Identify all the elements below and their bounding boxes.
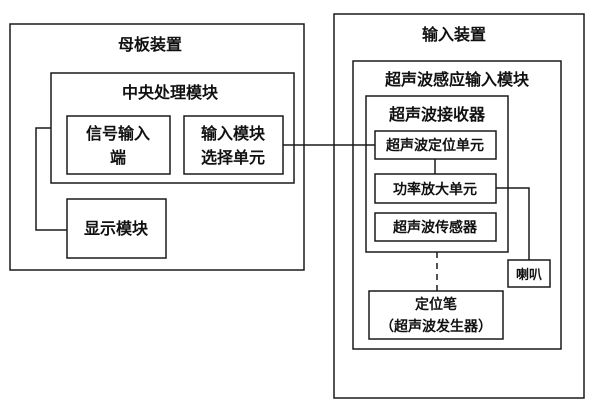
input-device-title: 输入装置 <box>422 25 486 44</box>
pen-box <box>368 290 504 340</box>
input-select-label-line2: 选择单元 <box>201 148 265 167</box>
signal-input-label-line1: 信号输入 <box>86 124 150 143</box>
pen-label-line2: （超声波发生器） <box>380 318 492 335</box>
pen-label-line1: 定位笔 <box>415 296 457 313</box>
sensor-box <box>374 212 497 242</box>
amplifier-speaker-connector <box>496 187 530 260</box>
speaker-label: 喇叭 <box>516 267 542 283</box>
display-module-box <box>66 198 167 259</box>
locate-unit-label: 超声波定位单元 <box>385 137 484 154</box>
input-select-label-line1: 输入模块 <box>201 124 266 143</box>
sensor-label: 超声波传感器 <box>392 219 478 236</box>
amplifier-label: 功率放大单元 <box>393 181 477 198</box>
display-module-label: 显示模块 <box>84 219 149 238</box>
ultrasonic-module-box <box>352 60 562 350</box>
mainboard-title: 母板装置 <box>118 35 182 54</box>
signal-input-box <box>66 115 171 175</box>
mainboard-box <box>9 23 305 271</box>
cpu-module-title: 中央处理模块 <box>122 83 219 102</box>
signal-input-label-line2: 端 <box>110 148 126 167</box>
ultrasonic-module-title: 超声波感应输入模块 <box>384 70 530 89</box>
cpu-display-connector <box>35 127 67 231</box>
input-device-box <box>333 13 585 399</box>
receiver-title: 超声波接收器 <box>388 105 486 124</box>
